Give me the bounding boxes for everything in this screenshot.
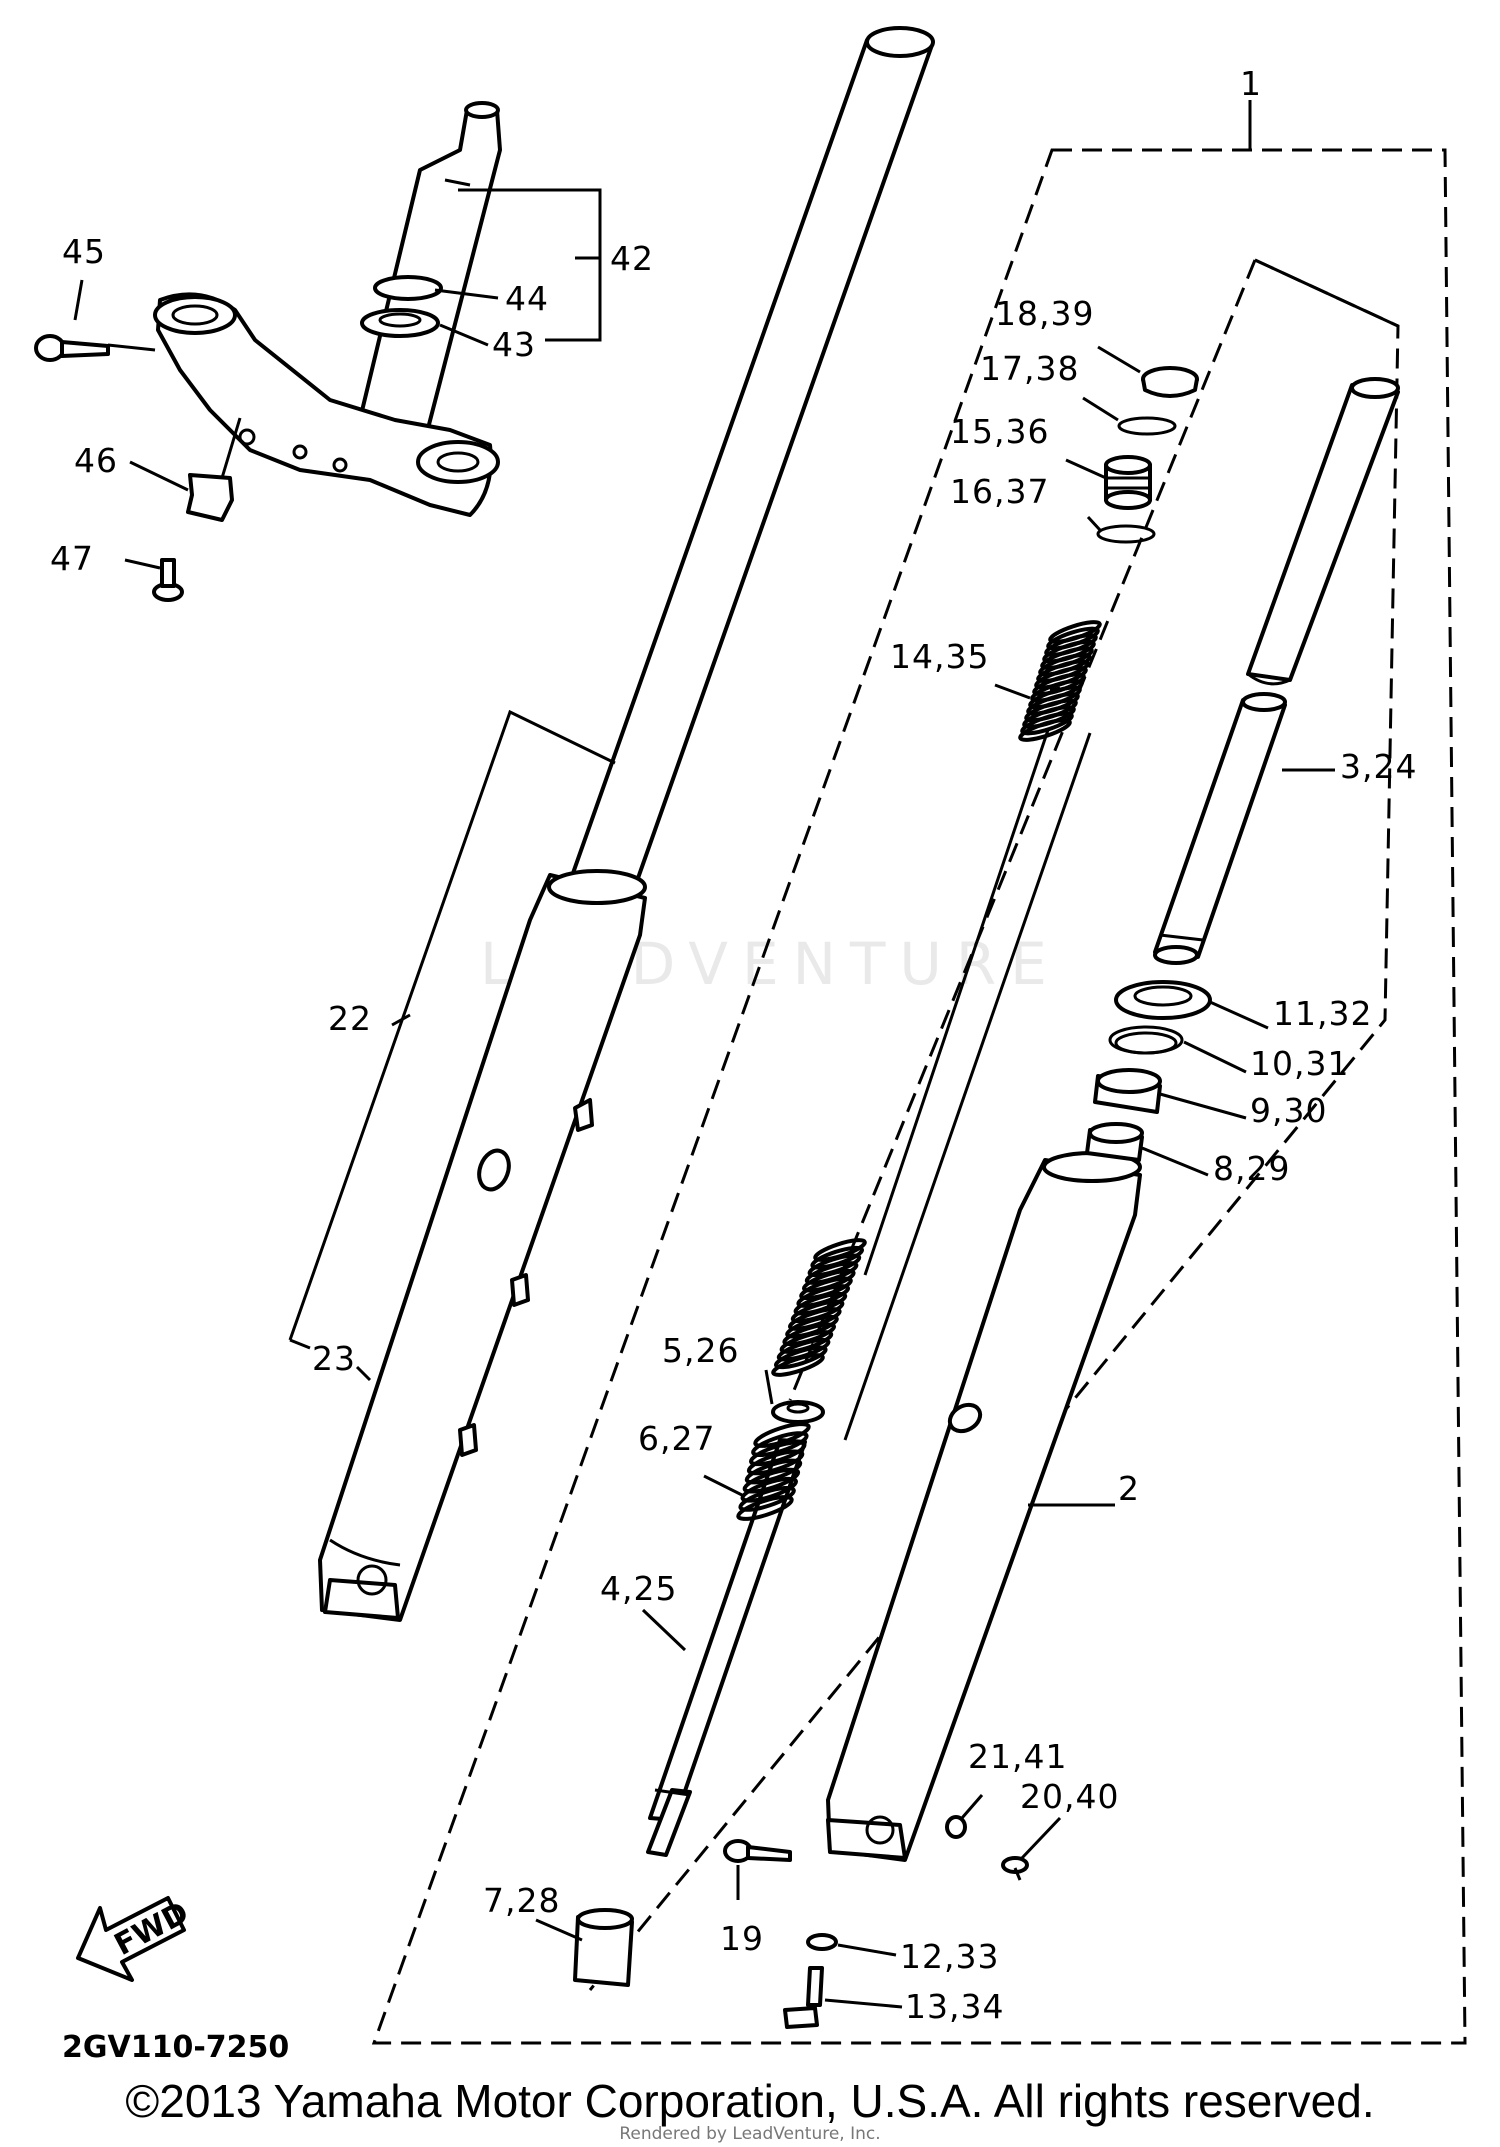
label-18: 18,39 [995, 294, 1094, 333]
label-13: 13,34 [905, 1987, 1004, 2026]
spring-coil [744, 1458, 803, 1485]
label-43: 43 [492, 325, 536, 364]
label-14: 14,35 [890, 637, 989, 676]
label-16: 16,37 [950, 472, 1049, 511]
spring-coil [771, 1353, 825, 1377]
slide-metal-lower [1153, 692, 1287, 965]
slide-metal-upper [1246, 258, 1400, 686]
spring-coil [742, 1467, 801, 1494]
label-21: 21,41 [968, 1737, 1067, 1776]
outer-tube-left [318, 869, 647, 1622]
label-4: 4,25 [600, 1569, 677, 1608]
copyright-notice: ©2013 Yamaha Motor Corporation, U.S.A. A… [125, 2075, 1375, 2127]
label-6: 6,27 [638, 1419, 715, 1458]
bearing-43 [360, 308, 440, 338]
label-11: 11,32 [1273, 994, 1372, 1033]
clamp-46 [186, 473, 234, 522]
screw-20 [1001, 1856, 1029, 1881]
fork-spring-lower [771, 1238, 867, 1377]
bushing-8 [1085, 1122, 1144, 1162]
diagram-code: 2GV110-7250 [62, 2030, 289, 2065]
label-45: 45 [62, 232, 106, 271]
steering-stem [353, 101, 502, 442]
label-46: 46 [74, 441, 118, 480]
label-8: 8,29 [1213, 1149, 1290, 1188]
label-17: 17,38 [980, 349, 1079, 388]
spring-coil [749, 1440, 807, 1467]
label-7: 7,28 [483, 1881, 560, 1920]
bolt-13 [783, 1966, 824, 2029]
label-47: 47 [50, 539, 94, 578]
label-22: 22 [328, 999, 372, 1038]
label-23: 23 [312, 1339, 356, 1378]
leader-lines [73, 188, 1335, 2009]
label-19: 19 [720, 1919, 764, 1958]
washer-21 [945, 1815, 967, 1839]
spring-coil [738, 1485, 796, 1512]
spring-coil [1020, 711, 1074, 736]
spring-seat [771, 1400, 825, 1424]
stem-washer-44 [373, 275, 443, 301]
oil-seal-11 [1114, 980, 1212, 1020]
under-bracket [153, 292, 500, 517]
label-20: 20,40 [1020, 1777, 1119, 1816]
label-44: 44 [505, 279, 549, 318]
clip-10 [1108, 1025, 1184, 1055]
spring-guides [843, 729, 1092, 1441]
label-2: 2 [1118, 1469, 1140, 1508]
rendered-by: Rendered by LeadVenture, Inc. [619, 2124, 881, 2144]
label-15: 15,36 [950, 412, 1049, 451]
label-1: 1 [1240, 64, 1262, 103]
bolt-19 [723, 1839, 792, 1863]
washer-9 [1093, 1068, 1162, 1114]
o-ring-16 [1096, 524, 1156, 544]
spring-coil [740, 1476, 798, 1503]
label-12: 12,33 [900, 1937, 999, 1976]
clip-17 [1117, 416, 1177, 436]
label-10: 10,31 [1250, 1044, 1349, 1083]
fork-spring-upper [1018, 620, 1102, 742]
inner-tube-left [528, 26, 935, 1002]
oil-lock-piece [573, 1908, 634, 1987]
spring-coil [751, 1431, 809, 1458]
bolt-47 [152, 558, 184, 602]
label-3: 3,24 [1340, 747, 1417, 786]
spring-coil [736, 1495, 794, 1521]
outer-tube-right [826, 1151, 1142, 1862]
fwd-arrow-icon: FWD [76, 1895, 195, 1982]
cap-18 [1141, 366, 1199, 398]
rebound-spring [736, 1422, 811, 1521]
label-42: 42 [610, 239, 654, 278]
bolt-45 [34, 334, 110, 362]
label-9: 9,30 [1250, 1091, 1327, 1130]
cap-bolt-15 [1104, 455, 1152, 510]
spring-coil [753, 1422, 811, 1448]
part-labels: 1 18,39 17,38 15,36 16,37 14,35 3,24 11,… [50, 64, 1417, 2026]
washer-12 [806, 1933, 838, 1951]
label-5: 5,26 [662, 1331, 739, 1370]
spring-coil [746, 1449, 805, 1476]
spring-coil [774, 1345, 828, 1370]
